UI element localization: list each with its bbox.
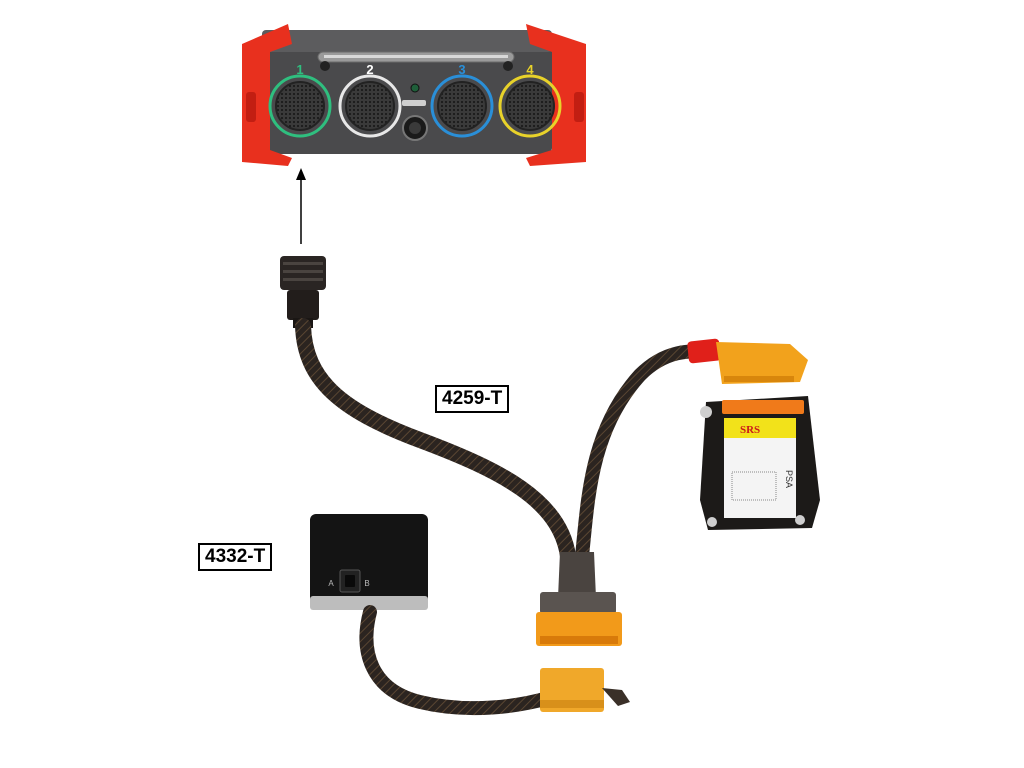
box-body xyxy=(310,514,428,610)
harness-reference-label: 4259-T xyxy=(435,385,510,413)
connection-arrow xyxy=(296,168,306,244)
ecu-mount-hole-bottom xyxy=(707,517,717,527)
round-connector[interactable] xyxy=(280,256,326,328)
box-reference-label: 4332-T xyxy=(198,543,273,571)
handle-screw-left xyxy=(320,61,330,71)
srs-ecu-module: SRS PSA xyxy=(700,396,820,530)
left-bumper xyxy=(242,24,292,166)
handle-screw-right xyxy=(503,61,513,71)
red-sleeve xyxy=(687,338,721,364)
box-button-a: A xyxy=(328,579,334,588)
box-4332-t: A B xyxy=(310,514,630,716)
port-4[interactable]: 4 xyxy=(498,62,562,138)
harness-output-connector[interactable] xyxy=(536,612,622,646)
harness-y-body xyxy=(540,592,616,614)
right-bumper xyxy=(526,24,586,166)
harness-4259-t xyxy=(280,256,808,646)
box-cable xyxy=(359,605,555,716)
ecu-top-connector[interactable] xyxy=(722,400,804,414)
port-label-2: 2 xyxy=(366,62,373,77)
box-connector[interactable] xyxy=(540,668,630,712)
ecu-plug-connector[interactable] xyxy=(716,342,808,384)
harness-cable-branch xyxy=(575,344,719,563)
ecu-mount-hole xyxy=(700,406,712,418)
status-led xyxy=(410,83,420,93)
port-3[interactable]: 3 xyxy=(430,62,494,138)
ecu-mount-hole-bottom-right xyxy=(795,515,805,525)
box-button-b: B xyxy=(364,579,369,588)
port-label-3: 3 xyxy=(458,62,465,77)
port-1[interactable]: 1 xyxy=(268,62,332,138)
port-label-1: 1 xyxy=(296,62,303,77)
aux-connector[interactable] xyxy=(402,115,428,141)
ecu-barcode xyxy=(731,471,777,501)
port-2[interactable]: 2 xyxy=(338,62,402,138)
port-label-4: 4 xyxy=(526,62,534,77)
harness-y-junction xyxy=(558,552,596,598)
harness-cable-main xyxy=(295,318,576,564)
box-switch[interactable] xyxy=(339,569,361,593)
measurement-station: 1 2 3 4 xyxy=(242,24,586,166)
ecu-brand: PSA xyxy=(784,470,794,488)
probe-icon xyxy=(402,100,426,106)
ecu-srs-badge: SRS xyxy=(740,424,760,436)
